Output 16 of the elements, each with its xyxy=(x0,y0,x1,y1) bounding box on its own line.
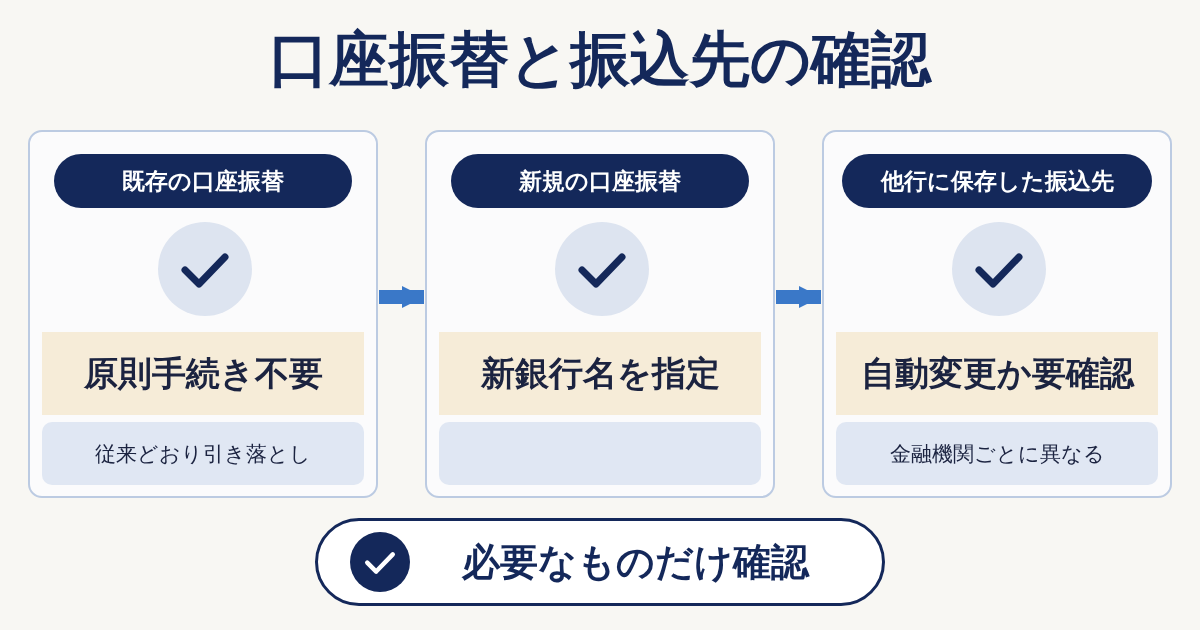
note-box: 金融機関ごとに異なる xyxy=(836,422,1158,485)
card-panel xyxy=(28,130,378,498)
arrow xyxy=(379,285,424,309)
highlight-box: 新銀行名を指定 xyxy=(439,332,761,415)
summary-text: 必要なものだけ確認 xyxy=(461,538,809,586)
heading-pill: 新規の口座振替 xyxy=(451,154,749,208)
card-panel xyxy=(822,130,1172,498)
highlight-box: 原則手続き不要 xyxy=(42,332,364,415)
card-panel xyxy=(425,130,775,498)
heading-pill: 他行に保存した振込先 xyxy=(842,154,1152,208)
arrow xyxy=(776,285,821,309)
highlight-box: 自動変更か要確認 xyxy=(836,332,1158,415)
note-box xyxy=(439,422,761,485)
title: 口座振替と振込先の確認 xyxy=(268,23,933,96)
note-box: 従来どおり引き落とし xyxy=(42,422,364,485)
heading-pill: 既存の口座振替 xyxy=(54,154,352,208)
